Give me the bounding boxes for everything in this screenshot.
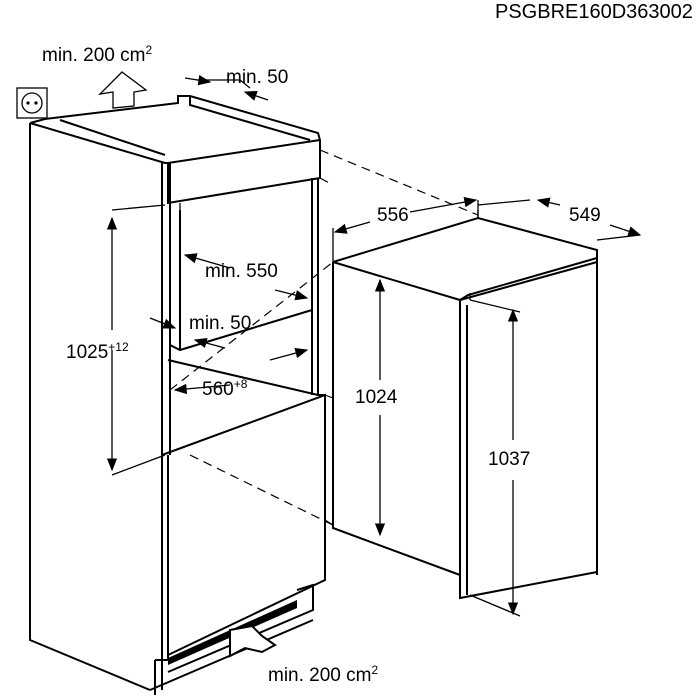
product-code: PSGBRE160D363002	[495, 1, 693, 23]
niche-depth-label: min. 550	[205, 261, 278, 282]
niche-width-sup: +8	[233, 377, 248, 391]
niche-height-label: 1025+12	[66, 340, 129, 363]
top-gap-label: min. 50	[226, 67, 289, 88]
appliance	[332, 210, 598, 600]
niche-height-sup: +12	[108, 340, 129, 354]
door-height-label: 1037	[488, 449, 531, 470]
appliance-depth-label: 549	[569, 205, 601, 226]
top-vent-text: min. 200 cm	[42, 45, 146, 66]
niche-width-text: 560	[202, 379, 234, 400]
airflow-arrow-up-icon	[98, 71, 148, 109]
niche-width-label: 560+8	[202, 377, 248, 400]
side-gap-label: min. 50	[189, 313, 252, 334]
dimension-lines	[106, 75, 642, 617]
appliance-height-label: 1024	[355, 387, 398, 408]
top-vent-sup: 2	[145, 43, 153, 57]
appliance-width-label: 556	[377, 205, 409, 226]
airflow-arrow-in-icon	[229, 624, 277, 658]
bottom-vent-text: min. 200 cm	[268, 665, 372, 686]
bottom-vent-sup: 2	[371, 663, 379, 677]
power-socket-icon	[16, 87, 48, 119]
cabinet	[29, 95, 326, 695]
top-vent-label: min. 200 cm2	[42, 43, 153, 66]
bottom-vent-label: min. 200 cm2	[268, 663, 379, 686]
niche-height-text: 1025	[66, 342, 109, 363]
